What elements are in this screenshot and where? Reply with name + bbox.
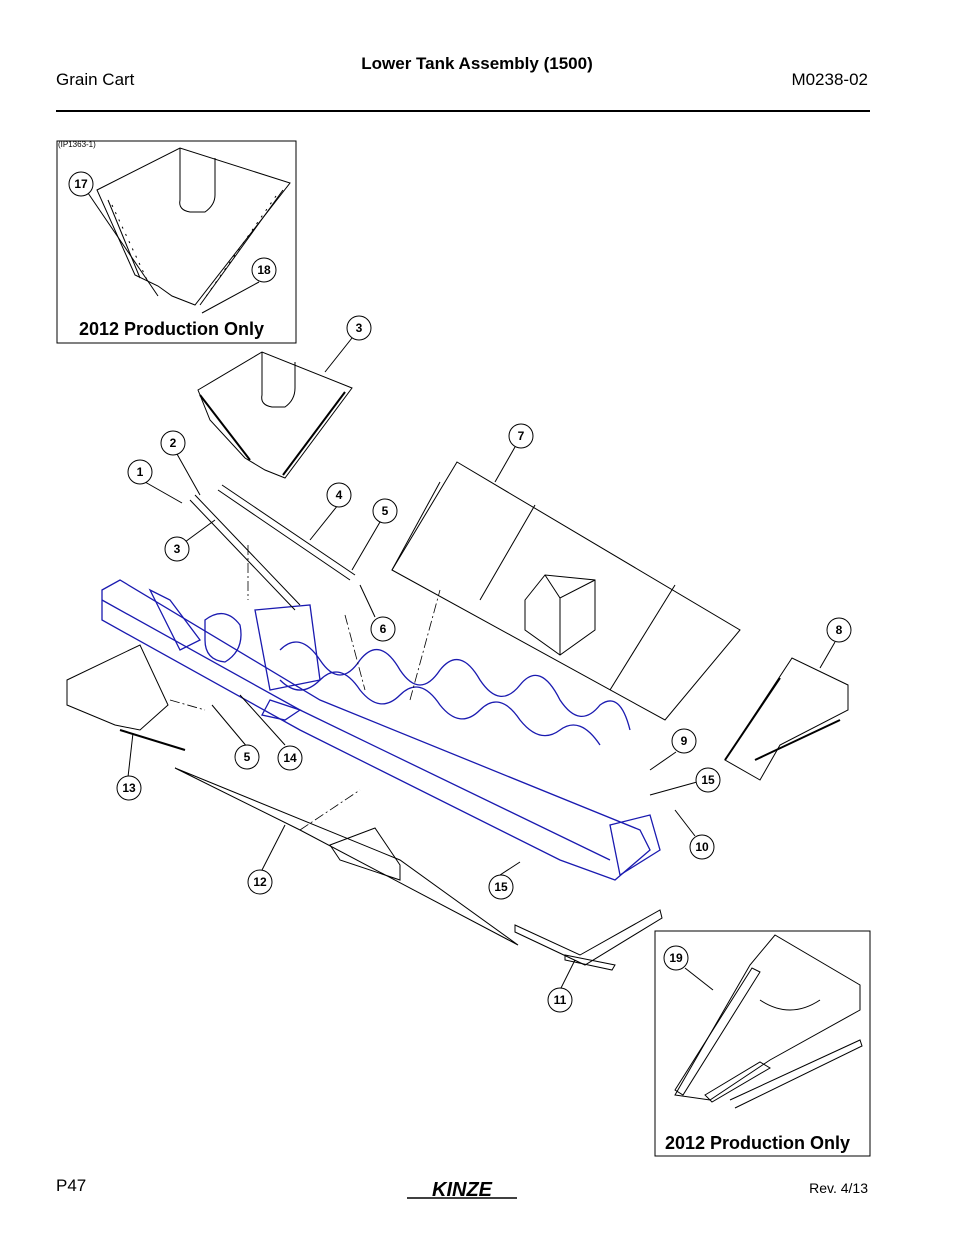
callout-19: 19 bbox=[663, 945, 689, 971]
svg-text:8: 8 bbox=[836, 623, 843, 637]
header-rule bbox=[56, 110, 870, 112]
svg-text:5: 5 bbox=[244, 750, 251, 764]
inset-bottom-label: 2012 Production Only bbox=[665, 1133, 851, 1153]
callout-9: 9 bbox=[671, 728, 697, 754]
svg-text:12: 12 bbox=[253, 875, 267, 889]
part-11-strip bbox=[514, 909, 663, 966]
part-3-rod bbox=[194, 494, 301, 606]
page-number: P47 bbox=[56, 1176, 87, 1195]
part-8-trough bbox=[724, 657, 849, 781]
callout-1: 1 bbox=[127, 459, 153, 485]
svg-text:6: 6 bbox=[380, 622, 387, 636]
callout-15a: 15 bbox=[695, 767, 721, 793]
part-3-trough bbox=[197, 351, 353, 479]
inset-top-id: (IP1363-1) bbox=[58, 140, 96, 149]
svg-text:5: 5 bbox=[382, 504, 389, 518]
callout-3a: 3 bbox=[346, 315, 372, 341]
callout-5b: 5 bbox=[234, 744, 260, 770]
svg-text:KINZE: KINZE bbox=[432, 1179, 493, 1201]
callout-3b: 3 bbox=[164, 536, 190, 562]
callout-12: 12 bbox=[247, 869, 273, 895]
inset-top-frame bbox=[56, 140, 297, 344]
part-13-trough bbox=[66, 644, 169, 731]
callout-2: 2 bbox=[160, 430, 186, 456]
part-12-panel bbox=[174, 767, 519, 946]
callout-6: 6 bbox=[370, 616, 396, 642]
callout-4: 4 bbox=[326, 482, 352, 508]
svg-text:13: 13 bbox=[122, 781, 136, 795]
header-product: Grain Cart bbox=[56, 70, 135, 89]
callout-18: 18 bbox=[251, 257, 277, 283]
inset-top-label: 2012 Production Only bbox=[79, 319, 265, 339]
svg-text:2: 2 bbox=[170, 436, 177, 450]
svg-text:1: 1 bbox=[137, 465, 144, 479]
svg-text:18: 18 bbox=[257, 263, 271, 277]
svg-text:15: 15 bbox=[494, 880, 508, 894]
inset-top-trough bbox=[96, 147, 291, 306]
svg-text:11: 11 bbox=[554, 993, 567, 1007]
svg-text:15: 15 bbox=[701, 773, 715, 787]
svg-text:17: 17 bbox=[74, 177, 88, 191]
callout-14: 14 bbox=[277, 745, 303, 771]
page-title: Lower Tank Assembly (1500) bbox=[361, 54, 593, 73]
callouts: 17 18 3 2 1 3 4 5 6 7 8 9 15 10 15 5 14 … bbox=[68, 171, 852, 1013]
callout-8: 8 bbox=[826, 617, 852, 643]
svg-text:14: 14 bbox=[283, 751, 297, 765]
svg-text:9: 9 bbox=[681, 734, 688, 748]
kinze-logo: KINZE bbox=[405, 1179, 519, 1201]
callout-17: 17 bbox=[68, 171, 94, 197]
main-frame bbox=[101, 579, 661, 881]
svg-text:3: 3 bbox=[356, 321, 363, 335]
revision: Rev. 4/13 bbox=[809, 1180, 868, 1196]
inset-bottom-frame bbox=[654, 930, 871, 1157]
callout-7: 7 bbox=[508, 423, 534, 449]
svg-text:7: 7 bbox=[518, 429, 525, 443]
part-7-cover bbox=[391, 461, 741, 721]
callout-15b: 15 bbox=[488, 874, 514, 900]
header-manual-number: M0238-02 bbox=[791, 70, 868, 89]
part-4-rod bbox=[221, 484, 356, 576]
callout-10: 10 bbox=[689, 834, 715, 860]
callout-13: 13 bbox=[116, 775, 142, 801]
svg-text:3: 3 bbox=[174, 542, 181, 556]
svg-text:19: 19 bbox=[669, 951, 683, 965]
callout-11: 11 bbox=[547, 987, 573, 1013]
svg-text:10: 10 bbox=[695, 840, 709, 854]
inset-bottom-trough bbox=[674, 934, 861, 1101]
callout-5a: 5 bbox=[372, 498, 398, 524]
svg-text:4: 4 bbox=[336, 488, 343, 502]
